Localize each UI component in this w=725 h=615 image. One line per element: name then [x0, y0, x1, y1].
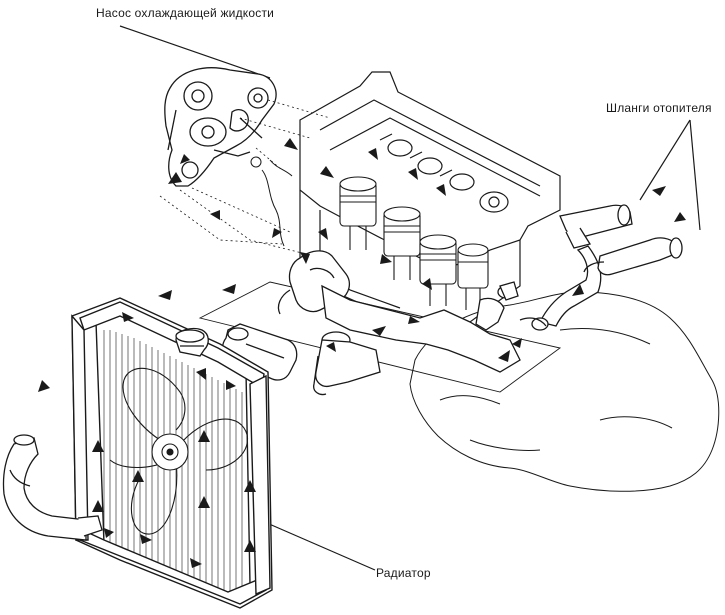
flow-arrow	[122, 312, 134, 322]
flow-arrow	[198, 430, 210, 442]
transmission	[409, 291, 720, 492]
flow-arrow	[210, 210, 220, 220]
flow-arrow	[38, 380, 50, 392]
flow-arrow	[422, 278, 432, 290]
coolant-pump	[164, 67, 277, 187]
flow-arrow	[92, 500, 104, 512]
flow-arrow	[652, 186, 666, 196]
flow-arrow	[372, 326, 386, 336]
flow-arrow	[436, 184, 446, 196]
flow-arrow	[408, 168, 418, 180]
flow-arrow	[512, 338, 522, 348]
flow-arrow	[320, 166, 334, 178]
heater-hoses-label: Шланги отопителя	[606, 101, 712, 115]
piston-2	[383, 206, 421, 280]
flow-arrow	[272, 228, 282, 238]
flow-arrow	[140, 534, 152, 544]
flow-arrow	[132, 470, 144, 482]
flow-arrow	[196, 368, 206, 380]
flow-arrow	[318, 228, 328, 240]
flow-arrow	[674, 212, 686, 222]
flow-arrow	[368, 148, 378, 160]
pump-leader-line	[119, 25, 271, 79]
flow-arrow	[190, 558, 202, 568]
flow-arrow	[380, 254, 392, 264]
flow-arrow	[244, 480, 256, 492]
flow-arrows	[38, 138, 686, 568]
heater-hoses	[519, 204, 683, 331]
radiator-cap	[175, 327, 209, 357]
pistons	[339, 176, 489, 310]
flow-arrow	[104, 528, 114, 538]
flow-arrow	[326, 342, 336, 352]
flow-arrow	[180, 154, 190, 164]
flow-arrow	[226, 380, 236, 390]
flow-arrow	[300, 252, 310, 264]
piston-3	[419, 234, 457, 306]
flow-arrow	[92, 440, 104, 452]
flow-arrow	[244, 540, 256, 552]
lower-radiator-hose	[2, 434, 103, 541]
flow-arrow	[168, 172, 182, 184]
cooling-fan	[109, 367, 249, 535]
hose-leader-line-1	[639, 119, 691, 201]
flow-plane	[198, 281, 562, 393]
radiator-leader-line	[259, 519, 376, 571]
pump-label: Насос охлаждающей жидкости	[96, 6, 275, 20]
lower-engine-hose	[321, 281, 521, 373]
pump-gasket	[250, 156, 293, 247]
radiator-label: Радиатор	[376, 566, 431, 580]
flow-arrow	[222, 284, 236, 294]
flow-arrow	[158, 290, 172, 300]
flow-arrow	[198, 496, 210, 508]
flow-arrow	[572, 284, 584, 296]
flow-arrow	[498, 350, 510, 362]
flow-arrow	[408, 316, 420, 324]
leader-lines	[119, 25, 701, 571]
piston-4	[457, 243, 489, 310]
hose-leader-line-2	[689, 119, 701, 231]
flow-arrow	[284, 138, 298, 150]
piston-1	[339, 176, 377, 250]
